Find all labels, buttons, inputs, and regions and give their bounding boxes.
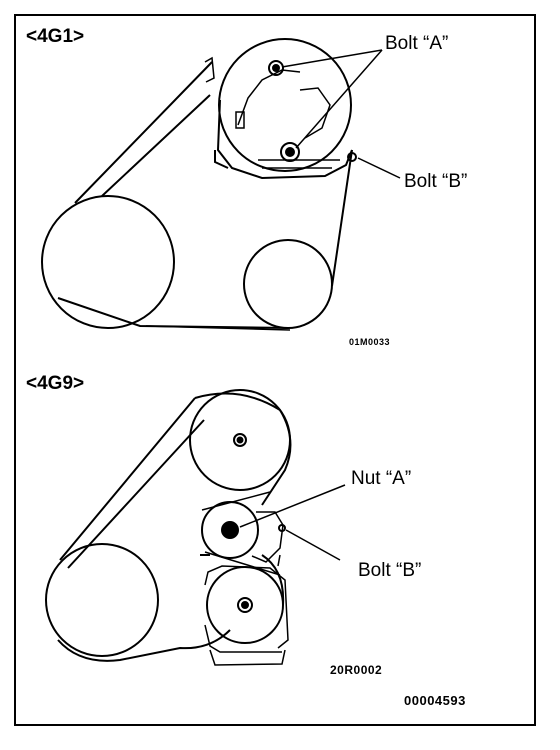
bolt-b-leader-bottom	[285, 529, 341, 561]
top-crank-pulley	[41, 195, 175, 329]
bolt-a-leader-2	[295, 49, 383, 149]
section-title-4g1: <4G1>	[26, 26, 85, 47]
section-title-4g9: <4G9>	[26, 373, 85, 394]
bolt-a-label: Bolt “A”	[385, 33, 449, 54]
document-number: 00004593	[404, 693, 466, 708]
top-belt	[57, 61, 353, 329]
bottom-crank-pulley	[45, 543, 159, 657]
bolt-b-label-bottom: Bolt “B”	[358, 560, 422, 581]
nut-a-leader	[239, 484, 346, 528]
bottom-belt	[57, 392, 292, 662]
figure-code-bottom: 20R0002	[330, 663, 383, 677]
top-alternator	[204, 38, 353, 180]
bolt-b-label-top: Bolt “B”	[404, 171, 468, 192]
diagram-frame	[14, 14, 536, 726]
figure-code-top: 01M0033	[349, 337, 391, 347]
bolt-a-leader-1	[281, 49, 383, 68]
top-water-pump-pulley	[243, 239, 333, 329]
bolt-b-leader-top	[357, 157, 401, 179]
bottom-alternator	[204, 554, 289, 666]
nut-a-label: Nut “A”	[351, 468, 412, 489]
